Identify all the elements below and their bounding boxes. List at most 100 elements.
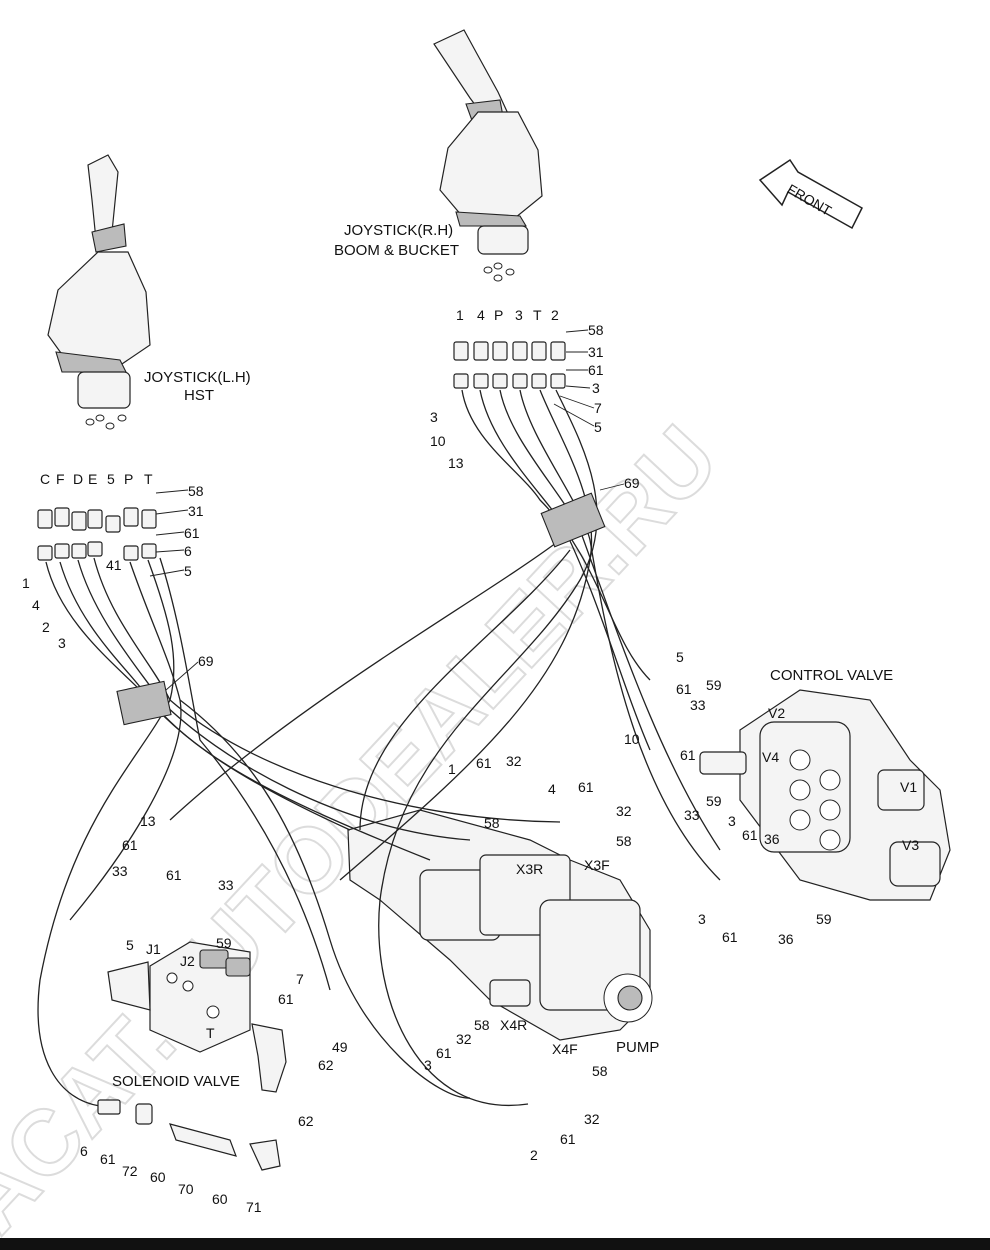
callout-s-62a: 62 bbox=[318, 1057, 334, 1073]
lh-port-d: D bbox=[73, 471, 83, 487]
callout-cv-61d: 61 bbox=[722, 929, 738, 945]
callout-b-6: 6 bbox=[80, 1143, 88, 1159]
callout-s-61b: 61 bbox=[166, 867, 182, 883]
callout-p-61c: 61 bbox=[436, 1045, 452, 1061]
pump-port-labels: X3R X3F X4R X4F bbox=[500, 857, 610, 1057]
callout-lh-6: 6 bbox=[184, 543, 192, 559]
joystick-lh bbox=[47, 154, 151, 430]
callout-cv-33a: 33 bbox=[690, 697, 706, 713]
callout-s-7: 7 bbox=[296, 971, 304, 987]
callout-lh-41: 41 bbox=[106, 557, 122, 573]
pump-port-x4f: X4F bbox=[552, 1041, 578, 1057]
callout-cv-59c: 59 bbox=[816, 911, 832, 927]
valve-port-v3: V3 bbox=[902, 837, 919, 853]
rh-port-3: 3 bbox=[515, 307, 523, 323]
joystick-rh-subtitle: BOOM & BUCKET bbox=[334, 242, 459, 259]
rh-port-2: 2 bbox=[551, 307, 559, 323]
lh-clamp-69 bbox=[116, 680, 172, 726]
lh-port-f: F bbox=[56, 471, 65, 487]
callout-cv-5: 5 bbox=[676, 649, 684, 665]
callout-lh-1: 1 bbox=[22, 575, 30, 591]
lh-port-c: C bbox=[40, 471, 50, 487]
lh-port-5: 5 bbox=[107, 471, 115, 487]
callout-p-32b: 32 bbox=[616, 803, 632, 819]
valve-port-v1: V1 bbox=[900, 779, 917, 795]
assembly-labels: JOYSTICK(L.H) HST JOYSTICK(R.H) BOOM & B… bbox=[112, 222, 893, 1090]
bottom-border bbox=[0, 1238, 990, 1250]
callout-s-13: 13 bbox=[140, 813, 156, 829]
callout-rh-3b: 3 bbox=[430, 409, 438, 425]
valve-port-v2: V2 bbox=[768, 705, 785, 721]
solenoid-port-j2: J2 bbox=[180, 953, 195, 969]
callout-p-58a: 58 bbox=[484, 815, 500, 831]
callout-cv-59a: 59 bbox=[706, 677, 722, 693]
callout-cv-33b: 33 bbox=[684, 807, 700, 823]
callout-rh-61: 61 bbox=[588, 362, 604, 378]
callout-b-60a: 60 bbox=[150, 1169, 166, 1185]
front-arrow: FRONT bbox=[758, 158, 863, 230]
valve-port-v4: V4 bbox=[762, 749, 779, 765]
callout-b-70: 70 bbox=[178, 1181, 194, 1197]
solenoid-valve-body bbox=[107, 941, 287, 1093]
callout-s-33b: 33 bbox=[218, 877, 234, 893]
callout-p-58c: 58 bbox=[474, 1017, 490, 1033]
joystick-rh bbox=[433, 29, 543, 282]
joystick-rh-title: JOYSTICK(R.H) bbox=[344, 222, 453, 239]
callout-s-59: 59 bbox=[216, 935, 232, 951]
callout-s-62b: 62 bbox=[298, 1113, 314, 1129]
callout-p-61a: 61 bbox=[476, 755, 492, 771]
pump-body bbox=[347, 809, 653, 1041]
callout-lh-3: 3 bbox=[58, 635, 66, 651]
callout-cv-61c: 61 bbox=[742, 827, 758, 843]
callout-rh-69: 69 bbox=[624, 475, 640, 491]
callout-lh-31: 31 bbox=[188, 503, 204, 519]
callout-p-3: 3 bbox=[424, 1057, 432, 1073]
callout-b-72: 72 bbox=[122, 1163, 138, 1179]
callout-rh-7: 7 bbox=[594, 400, 602, 416]
callout-lh-2: 2 bbox=[42, 619, 50, 635]
callout-s-61a: 61 bbox=[122, 837, 138, 853]
callout-cv-61a: 61 bbox=[676, 681, 692, 697]
lh-port-e: E bbox=[88, 471, 97, 487]
callout-s-33a: 33 bbox=[112, 863, 128, 879]
callout-p-32c: 32 bbox=[456, 1031, 472, 1047]
callout-p-58b: 58 bbox=[616, 833, 632, 849]
callout-lh-4: 4 bbox=[32, 597, 40, 613]
bottom-fitting-chain bbox=[97, 1099, 281, 1171]
callout-p-1: 1 bbox=[448, 761, 456, 777]
solenoid-port-t: T bbox=[206, 1025, 215, 1041]
pump-title: PUMP bbox=[616, 1039, 659, 1056]
callout-s-5: 5 bbox=[126, 937, 134, 953]
callout-p-4: 4 bbox=[548, 781, 556, 797]
callout-s-49: 49 bbox=[332, 1039, 348, 1055]
rh-port-1: 1 bbox=[456, 307, 464, 323]
rh-port-4: 4 bbox=[477, 307, 485, 323]
rh-clamp-69 bbox=[540, 492, 606, 548]
callout-cv-61b: 61 bbox=[680, 747, 696, 763]
solenoid-valve-title: SOLENOID VALVE bbox=[112, 1073, 240, 1090]
pump-port-x3r: X3R bbox=[516, 861, 543, 877]
callout-p-61d: 61 bbox=[560, 1131, 576, 1147]
callout-rh-31: 31 bbox=[588, 344, 604, 360]
callout-rh-5: 5 bbox=[594, 419, 602, 435]
callout-cv-36b: 36 bbox=[778, 931, 794, 947]
lh-port-t: T bbox=[144, 471, 153, 487]
rh-port-p: P bbox=[494, 307, 503, 323]
callout-cv-10: 10 bbox=[624, 731, 640, 747]
hose-bundle bbox=[37, 389, 721, 1107]
callout-cv-36a: 36 bbox=[764, 831, 780, 847]
callout-rh-3a: 3 bbox=[592, 380, 600, 396]
callout-lh-69: 69 bbox=[198, 653, 214, 669]
control-valve-title: CONTROL VALVE bbox=[770, 667, 893, 684]
control-valve-body bbox=[699, 689, 951, 901]
callout-s-61c: 61 bbox=[278, 991, 294, 1007]
rh-port-labels: 1 4 P 3 T 2 bbox=[456, 307, 559, 323]
part-callouts: 58 31 61 6 5 41 1 4 2 3 69 58 31 61 3 7 … bbox=[22, 322, 832, 1215]
callout-p-61b: 61 bbox=[578, 779, 594, 795]
pump-port-x4r: X4R bbox=[500, 1017, 527, 1033]
callout-rh-10: 10 bbox=[430, 433, 446, 449]
callout-lh-61: 61 bbox=[184, 525, 200, 541]
callout-b-61: 61 bbox=[100, 1151, 116, 1167]
